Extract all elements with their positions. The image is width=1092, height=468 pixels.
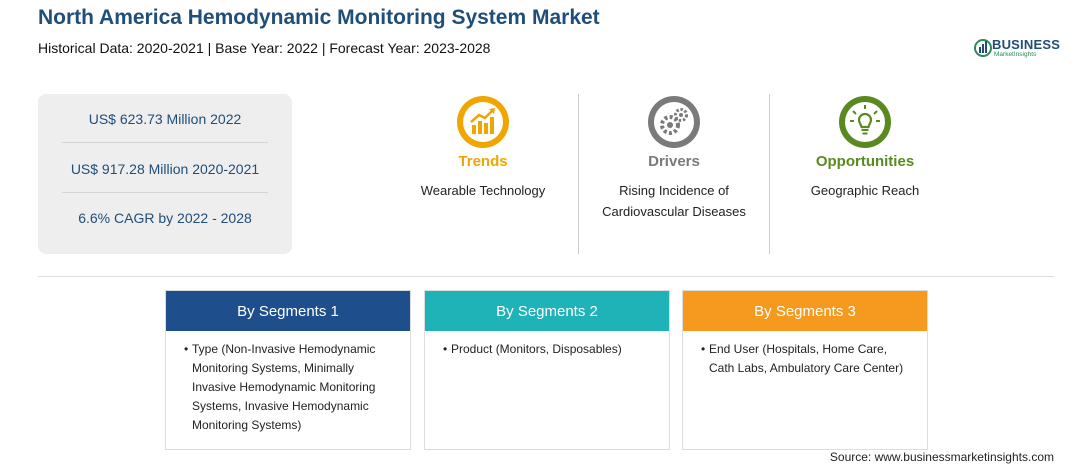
feature-trends-desc: Wearable Technology [420, 183, 546, 198]
feature-opportunities: Opportunities Geographic Reach [775, 94, 955, 201]
stat-cagr: 6.6% CAGR by 2022 - 2028 [78, 210, 252, 226]
segment-2-item: Product (Monitors, Disposables) [443, 331, 669, 359]
stat-divider [62, 192, 268, 193]
segment-card-1: By Segments 1 Type (Non-Invasive Hemodyn… [165, 290, 411, 450]
segment-3-item: End User (Hospitals, Home Care, Cath Lab… [701, 331, 927, 378]
company-logo: BUSINESS MarketInsights [974, 36, 1064, 62]
source-credit: Source: www.businessmarketinsights.com [829, 450, 1054, 464]
segment-card-2: By Segments 2 Product (Monitors, Disposa… [424, 290, 670, 450]
feature-opportunities-desc: Geographic Reach [810, 183, 920, 198]
stat-market-2022: US$ 623.73 Million 2022 [88, 111, 242, 127]
feature-drivers-desc: Rising Incidence of Cardiovascular Disea… [602, 183, 746, 219]
gears-icon [648, 96, 700, 148]
stat-market-historical: US$ 917.28 Million 2020-2021 [70, 161, 260, 177]
logo-brand: BUSINESS [992, 37, 1061, 52]
feature-drivers-label: Drivers [648, 153, 700, 170]
stats-panel: US$ 623.73 Million 2022 US$ 917.28 Milli… [38, 94, 292, 254]
segment-2-list: Product (Monitors, Disposables) [425, 331, 669, 359]
page-subtitle: Historical Data: 2020-2021 | Base Year: … [38, 40, 491, 56]
section-divider [38, 276, 1054, 277]
segment-2-title: By Segments 2 [425, 291, 669, 331]
segment-3-list: End User (Hospitals, Home Care, Cath Lab… [683, 331, 927, 378]
chart-icon [457, 96, 509, 148]
feature-divider [769, 94, 770, 254]
stat-divider [62, 142, 268, 143]
feature-drivers: Drivers Rising Incidence of Cardiovascul… [584, 94, 764, 222]
segment-card-3: By Segments 3 End User (Hospitals, Home … [682, 290, 928, 450]
lightbulb-icon [839, 96, 891, 148]
logo-icon [974, 39, 992, 57]
feature-opportunities-label: Opportunities [815, 153, 915, 170]
segment-1-item: Type (Non-Invasive Hemodynamic Monitorin… [184, 331, 410, 435]
segment-1-title: By Segments 1 [166, 291, 410, 331]
feature-trends-label: Trends [458, 153, 508, 170]
logo-subtext: MarketInsights [994, 51, 1037, 58]
feature-divider [578, 94, 579, 254]
segment-3-title: By Segments 3 [683, 291, 927, 331]
feature-trends: Trends Wearable Technology [393, 94, 573, 201]
page-title: North America Hemodynamic Monitoring Sys… [38, 6, 600, 29]
segment-1-list: Type (Non-Invasive Hemodynamic Monitorin… [166, 331, 410, 435]
